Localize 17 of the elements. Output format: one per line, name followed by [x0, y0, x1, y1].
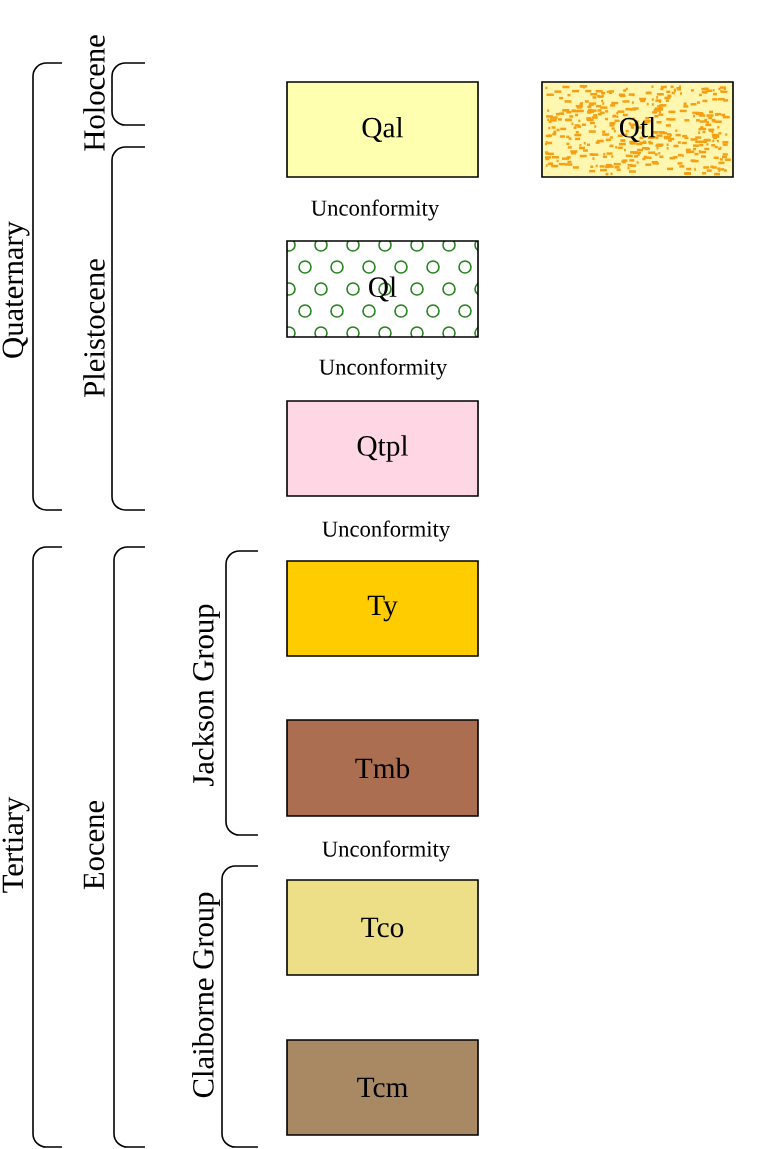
period-label: Tertiary: [2, 796, 30, 893]
unit-box: Tcm: [286, 1039, 479, 1136]
period-label: Claiborne Group: [192, 892, 220, 1098]
unit-box: Qal: [286, 81, 479, 178]
unconformity-label: Unconformity: [319, 358, 448, 380]
unit-box: Ty: [286, 560, 479, 657]
unit-box: Tco: [286, 879, 479, 976]
period-label: Pleistocene: [83, 259, 105, 397]
unit-box: Tmb: [286, 719, 479, 817]
period-label: Jackson Group: [192, 604, 220, 786]
unconformity-label: Unconformity: [311, 199, 440, 221]
unconformity-label: Unconformity: [322, 840, 451, 862]
period-label: Quaternary: [2, 221, 30, 358]
period-label: Holocene: [83, 35, 105, 151]
unit-box: Qtpl: [286, 400, 479, 497]
unconformity-label: Unconformity: [322, 520, 451, 542]
period-label: Eocene: [83, 800, 105, 890]
